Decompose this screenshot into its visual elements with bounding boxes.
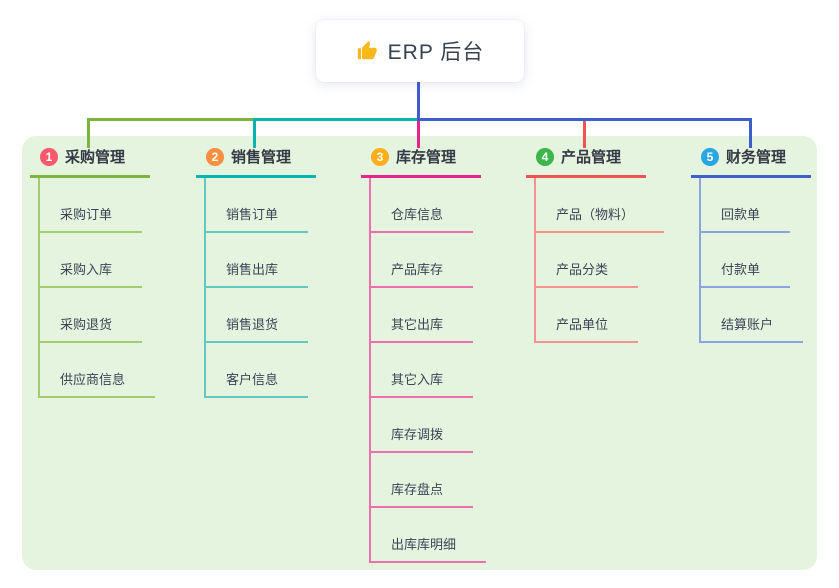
branch-children: 回款单付款单结算账户 (699, 178, 811, 343)
branch-采购管理: 1 采购管理采购订单采购入库采购退货供应商信息 (30, 146, 156, 398)
root-node[interactable]: ERP 后台 (316, 20, 524, 82)
branch-index-badge: 1 (40, 147, 58, 166)
child-node[interactable]: 供应商信息 (40, 343, 156, 398)
branch-drop-line (417, 121, 420, 148)
branch-index-badge: 2 (206, 147, 224, 166)
bus-segment-blue (417, 118, 752, 121)
branch-label: 销售管理 (231, 149, 292, 166)
child-label: 采购订单 (40, 204, 143, 233)
branch-drop-line (749, 121, 752, 148)
child-label: 采购退货 (40, 314, 143, 343)
branch-children: 产品（物料） 产品分类产品单位 (534, 178, 665, 343)
branch-header[interactable]: 5 财务管理 (691, 146, 811, 178)
branch-drop-line (87, 121, 90, 148)
branch-库存管理: 3 库存管理仓库信息产品库存其它出库其它入库库存调拨库存盘点出库库明细 (361, 146, 487, 563)
child-node[interactable]: 客户信息 (206, 343, 316, 398)
branch-产品管理: 4 产品管理产品（物料） 产品分类产品单位 (526, 146, 665, 343)
branch-drop-line (583, 121, 586, 148)
child-label: 出库库明细 (371, 534, 487, 563)
child-node[interactable]: 销售退货 (206, 288, 316, 343)
branches-panel (22, 136, 817, 570)
bus-segment-teal (253, 118, 419, 121)
branch-label: 库存管理 (396, 149, 457, 166)
child-label: 库存调拨 (371, 424, 474, 453)
child-label: 产品库存 (371, 259, 474, 288)
child-node[interactable]: 回款单 (701, 178, 811, 233)
branch-header[interactable]: 4 产品管理 (526, 146, 646, 178)
branch-销售管理: 2 销售管理销售订单销售出库销售退货客户信息 (196, 146, 316, 398)
child-node[interactable]: 销售订单 (206, 178, 316, 233)
child-label: 其它出库 (371, 314, 474, 343)
branch-财务管理: 5 财务管理回款单付款单结算账户 (691, 146, 811, 343)
thumbs-up-icon (357, 40, 377, 60)
child-node[interactable]: 结算账户 (701, 288, 811, 343)
child-label: 其它入库 (371, 369, 474, 398)
branch-index-badge: 3 (371, 147, 389, 166)
bus-segment-green (87, 118, 256, 121)
branch-children: 仓库信息产品库存其它出库其它入库库存调拨库存盘点出库库明细 (369, 178, 487, 563)
branch-header[interactable]: 1 采购管理 (30, 146, 150, 178)
child-node[interactable]: 销售出库 (206, 233, 316, 288)
branch-label: 产品管理 (561, 149, 622, 166)
child-label: 采购入库 (40, 259, 143, 288)
child-node[interactable]: 产品（物料） (536, 178, 665, 233)
child-node[interactable]: 仓库信息 (371, 178, 486, 233)
branch-children: 销售订单销售出库销售退货客户信息 (204, 178, 316, 398)
branch-index-badge: 5 (701, 147, 719, 166)
child-node[interactable]: 产品分类 (536, 233, 664, 288)
child-node[interactable]: 采购退货 (40, 288, 155, 343)
child-node[interactable]: 库存调拨 (371, 398, 486, 453)
child-node[interactable]: 产品库存 (371, 233, 486, 288)
child-label: 销售订单 (206, 204, 309, 233)
child-label: 销售退货 (206, 314, 309, 343)
branch-header[interactable]: 2 销售管理 (196, 146, 316, 178)
child-label: 销售出库 (206, 259, 309, 288)
branch-drop-line (253, 121, 256, 148)
branch-children: 采购订单采购入库采购退货供应商信息 (38, 178, 156, 398)
child-label: 产品分类 (536, 259, 639, 288)
root-label: ERP 后台 (387, 41, 485, 64)
branch-index-badge: 4 (536, 147, 554, 166)
child-node[interactable]: 产品单位 (536, 288, 664, 343)
child-node[interactable]: 库存盘点 (371, 453, 486, 508)
child-label: 产品单位 (536, 314, 639, 343)
child-label: 客户信息 (206, 369, 309, 398)
root-connector-line (417, 82, 420, 119)
branch-label: 采购管理 (65, 149, 126, 166)
child-node[interactable]: 其它出库 (371, 288, 486, 343)
child-label: 付款单 (701, 259, 791, 288)
child-label: 供应商信息 (40, 369, 156, 398)
branch-header[interactable]: 3 库存管理 (361, 146, 481, 178)
child-label: 库存盘点 (371, 479, 474, 508)
child-node[interactable]: 其它入库 (371, 343, 486, 398)
child-node[interactable]: 付款单 (701, 233, 811, 288)
child-label: 产品（物料） (536, 204, 665, 233)
child-node[interactable]: 出库库明细 (371, 508, 487, 563)
child-label: 仓库信息 (371, 204, 474, 233)
child-label: 结算账户 (701, 314, 804, 343)
child-node[interactable]: 采购订单 (40, 178, 155, 233)
child-label: 回款单 (701, 204, 791, 233)
branch-label: 财务管理 (726, 149, 787, 166)
child-node[interactable]: 采购入库 (40, 233, 155, 288)
